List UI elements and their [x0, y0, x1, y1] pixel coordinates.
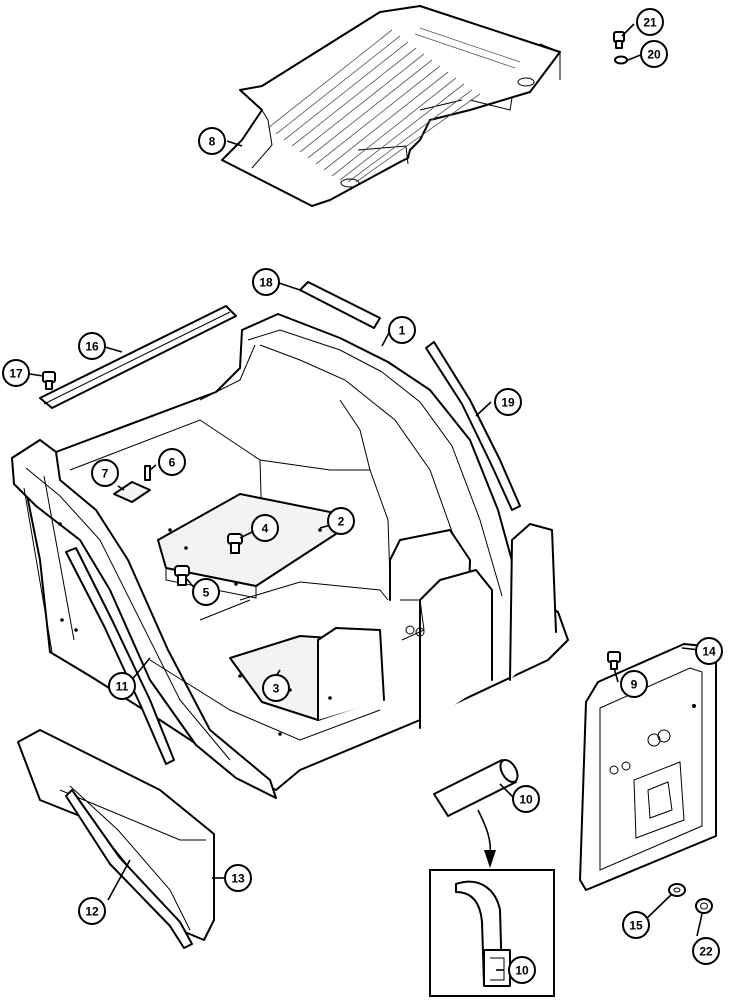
callout-c16: 16: [78, 332, 106, 360]
callout-label: 7: [102, 467, 109, 481]
callout-circle: [158, 448, 186, 476]
callout-c11: 11: [108, 672, 136, 700]
callout-circle: [198, 127, 226, 155]
callout-label: 9: [631, 678, 638, 692]
callout-c3: 3: [262, 674, 290, 702]
screw-6: [144, 465, 151, 481]
bolt-4: [227, 533, 243, 554]
rear-panel-14: [579, 643, 717, 891]
callout-label: 17: [9, 367, 23, 381]
callout-circle: [327, 507, 355, 535]
washer-20: [614, 55, 628, 65]
callout-circle: [494, 388, 522, 416]
callout-label: 13: [231, 872, 245, 886]
callout-label: 3: [273, 682, 280, 696]
callout-label: 8: [209, 135, 216, 149]
callout-c22: 22: [692, 937, 720, 965]
callout-label: 22: [699, 945, 713, 959]
callout-circle: [78, 332, 106, 360]
floor-mat: [221, 5, 561, 207]
washer-15: [668, 883, 686, 897]
seal-19: [425, 341, 521, 511]
callout-c21: 21: [636, 8, 664, 36]
callout-c13: 13: [224, 864, 252, 892]
callout-c15: 15: [622, 911, 650, 939]
callout-c7: 7: [91, 459, 119, 487]
bolt-17: [42, 371, 56, 390]
callout-label: 6: [169, 456, 176, 470]
callout-circle: [508, 956, 536, 984]
callout-label: 15: [629, 919, 643, 933]
callout-c6: 6: [158, 448, 186, 476]
callout-c12: 12: [78, 897, 106, 925]
callout-c10b: 10: [508, 956, 536, 984]
callout-circle: [262, 674, 290, 702]
callout-label: 1: [399, 324, 406, 338]
callout-circle: [640, 40, 668, 68]
callout-label: 18: [259, 276, 273, 290]
callout-c19: 19: [494, 388, 522, 416]
callout-label: 5: [203, 586, 210, 600]
callout-circle: [252, 268, 280, 296]
callout-circle: [636, 8, 664, 36]
nut-22: [695, 898, 713, 914]
seal-18: [299, 281, 381, 329]
rail-16: [39, 305, 237, 409]
callout-c18: 18: [252, 268, 280, 296]
callout-label: 4: [262, 522, 269, 536]
callout-label: 10: [515, 964, 529, 978]
bolt-5: [174, 565, 190, 586]
callout-circle: [2, 359, 30, 387]
callout-circle: [620, 670, 648, 698]
callout-c17: 17: [2, 359, 30, 387]
pad-7: [113, 481, 151, 503]
callout-c2: 2: [327, 507, 355, 535]
callout-c8: 8: [198, 127, 226, 155]
trim-12: [65, 789, 193, 949]
cab-floor-frame: [11, 313, 569, 799]
callout-circle: [192, 578, 220, 606]
callout-circle: [692, 937, 720, 965]
callout-circle: [78, 897, 106, 925]
callout-circle: [251, 514, 279, 542]
callout-label: 10: [519, 793, 533, 807]
callout-label: 20: [647, 48, 661, 62]
callout-circle: [224, 864, 252, 892]
callout-c14: 14: [695, 637, 723, 665]
callout-label: 11: [116, 680, 129, 694]
callout-c1: 1: [388, 316, 416, 344]
callout-label: 16: [85, 340, 99, 354]
callout-circle: [108, 672, 136, 700]
callout-label: 19: [501, 396, 515, 410]
seal-section-box: [429, 869, 555, 997]
panel-13: [17, 729, 215, 941]
callout-c9: 9: [620, 670, 648, 698]
callout-c20: 20: [640, 40, 668, 68]
section-arrow: [477, 809, 496, 868]
callout-label: 21: [643, 16, 657, 30]
callout-circle: [512, 785, 540, 813]
callout-c5: 5: [192, 578, 220, 606]
callout-c4: 4: [251, 514, 279, 542]
trim-11: [65, 547, 175, 765]
callout-label: 2: [338, 515, 345, 529]
callout-circle: [695, 637, 723, 665]
callout-label: 14: [702, 645, 716, 659]
callout-label: 12: [85, 905, 99, 919]
callout-c10a: 10: [512, 785, 540, 813]
callout-circle: [388, 316, 416, 344]
bolt-21: [613, 31, 625, 49]
seal-10: [433, 759, 519, 817]
callout-circle: [622, 911, 650, 939]
bolt-9: [607, 651, 621, 670]
callout-circle: [91, 459, 119, 487]
